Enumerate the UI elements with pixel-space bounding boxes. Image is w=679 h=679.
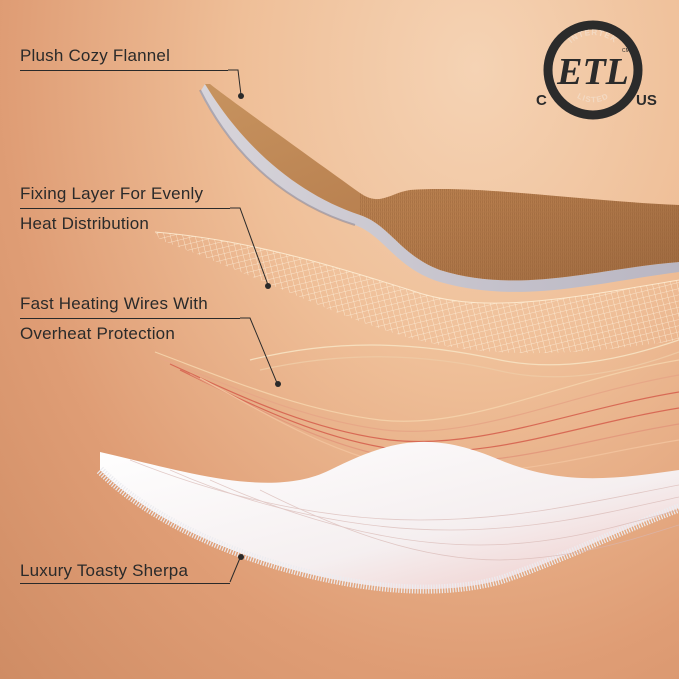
label-underline-sherpa bbox=[20, 583, 230, 584]
etl-mark-text: ETL bbox=[556, 51, 629, 93]
sherpa-stitch-lines bbox=[129, 459, 679, 561]
label-fixing-layer: Fixing Layer For Evenly Heat Distributio… bbox=[20, 184, 204, 233]
etl-small-text: CM bbox=[622, 48, 630, 54]
etl-listed-certification-mark: INTERTEK LISTED ETL CM C US bbox=[536, 20, 670, 125]
flannel-underside bbox=[200, 84, 679, 292]
flannel-edge bbox=[199, 89, 356, 226]
label-underline-flannel bbox=[20, 70, 228, 71]
leader-dots bbox=[238, 93, 281, 560]
label-plush-cozy-flannel: Plush Cozy Flannel bbox=[20, 46, 171, 65]
label-underline-fixing bbox=[20, 208, 230, 209]
etl-right-mark: US bbox=[636, 92, 657, 109]
label-fast-heating-wires: Fast Heating Wires With Overheat Protect… bbox=[20, 294, 208, 343]
label-luxury-toasty-sherpa: Luxury Toasty Sherpa bbox=[20, 561, 189, 580]
etl-status-text: LISTED bbox=[576, 91, 610, 104]
etl-left-mark: C bbox=[536, 92, 547, 109]
flannel-fur-texture bbox=[360, 188, 679, 281]
svg-text:LISTED: LISTED bbox=[576, 91, 611, 104]
label-underline-wires bbox=[20, 318, 240, 319]
leader-lines bbox=[228, 69, 278, 583]
